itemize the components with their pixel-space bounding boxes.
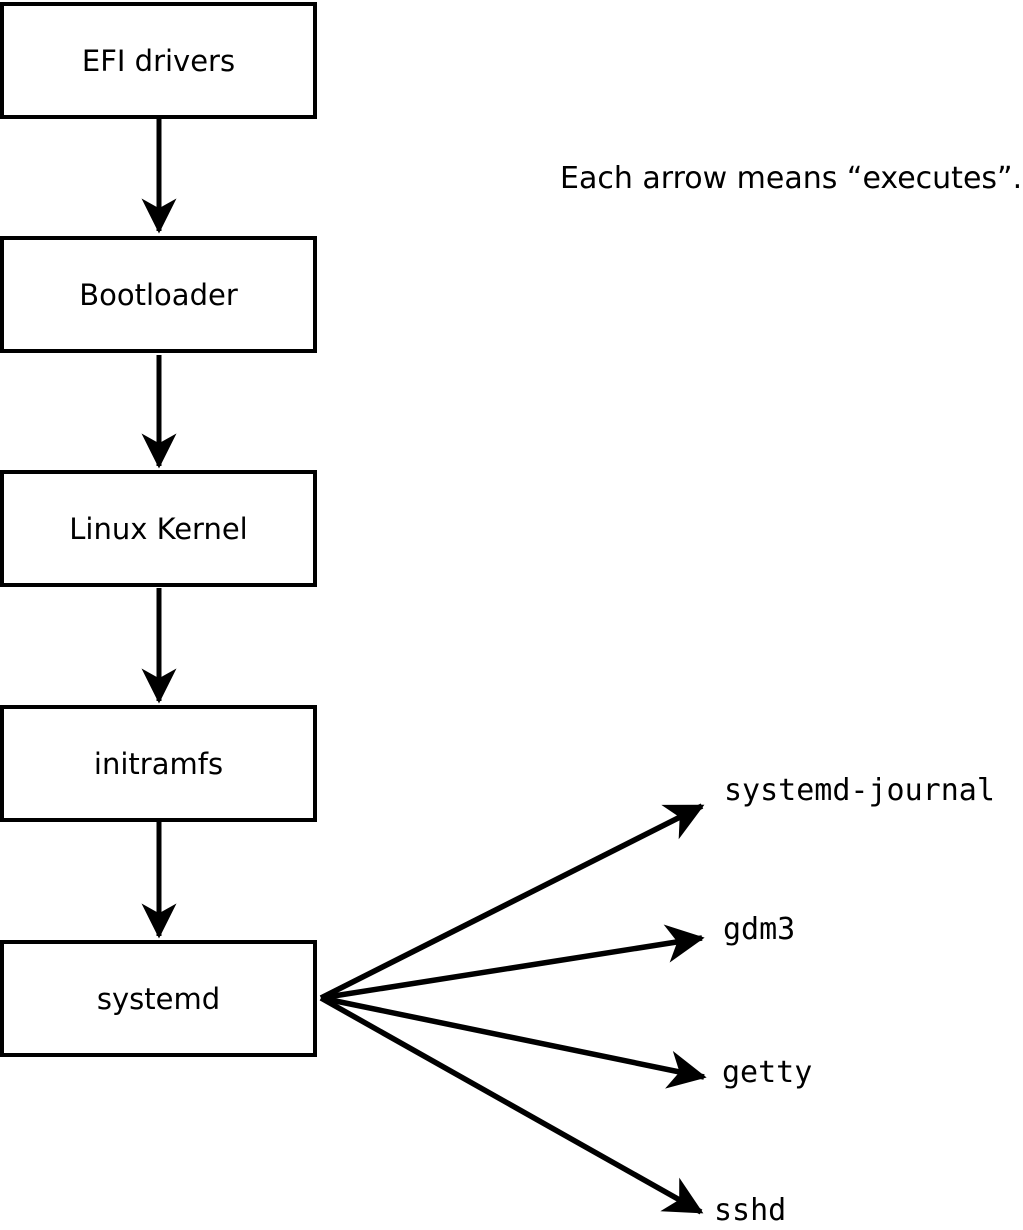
arrow-systemd-to-getty — [320, 995, 707, 1089]
arrow-systemd-to-systemd-journal — [319, 803, 705, 1001]
arrow-systemd-to-gdm3 — [320, 924, 705, 1001]
box-systemd: systemd — [0, 940, 317, 1057]
box-bootloader-label: Bootloader — [79, 277, 238, 312]
box-bootloader: Bootloader — [0, 236, 317, 353]
target-label-systemd-journal: systemd-journal — [724, 773, 995, 808]
arrow-systemd-to-sshd — [319, 995, 704, 1215]
box-linux-kernel-label: Linux Kernel — [69, 511, 248, 546]
target-label-getty: getty — [722, 1055, 813, 1090]
target-label-sshd: sshd — [714, 1193, 787, 1228]
box-systemd-label: systemd — [96, 981, 221, 1016]
box-efi-drivers-label: EFI drivers — [81, 43, 236, 78]
target-label-gdm3: gdm3 — [723, 912, 796, 947]
box-initramfs: initramfs — [0, 705, 317, 822]
box-linux-kernel: Linux Kernel — [0, 470, 317, 587]
caption-arrow-meaning: Each arrow means “executes”. — [560, 161, 1023, 196]
box-initramfs-label: initramfs — [93, 746, 224, 781]
box-efi-drivers: EFI drivers — [0, 2, 317, 119]
